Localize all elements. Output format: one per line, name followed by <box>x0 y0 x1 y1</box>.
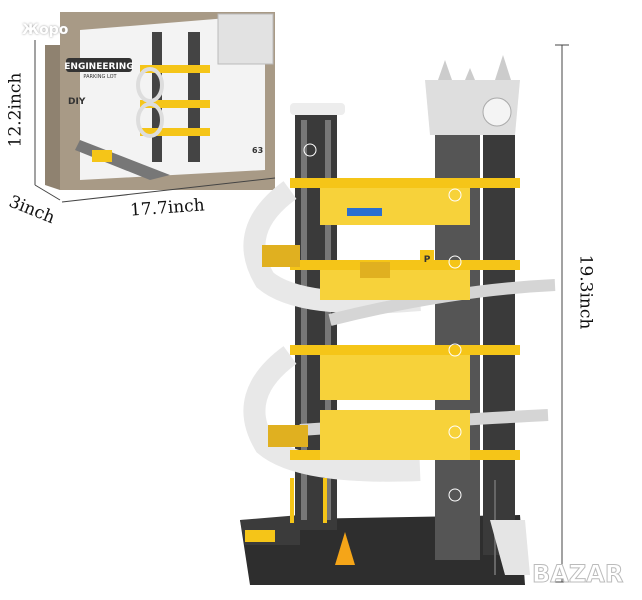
box-subtitle: PARKING LOT <box>83 74 117 80</box>
product-box: ENGINEERING PARKING LOT DIY 63 <box>45 12 275 190</box>
box-pieces-count: 63 <box>252 146 263 155</box>
box-height-label: 12.2inch <box>5 72 26 148</box>
parking-tower: P <box>240 55 556 585</box>
parking-sign: P <box>424 255 431 265</box>
watermark-top-left: Жоро <box>22 22 69 38</box>
tower-height-label: 19.3inch <box>575 254 596 330</box>
box-logo-text: ENGINEERING <box>64 62 133 72</box>
box-diy-label: DIY <box>68 97 86 107</box>
dimension-lines <box>34 40 569 583</box>
watermark-bottom-right: BAZAR <box>531 560 624 589</box>
